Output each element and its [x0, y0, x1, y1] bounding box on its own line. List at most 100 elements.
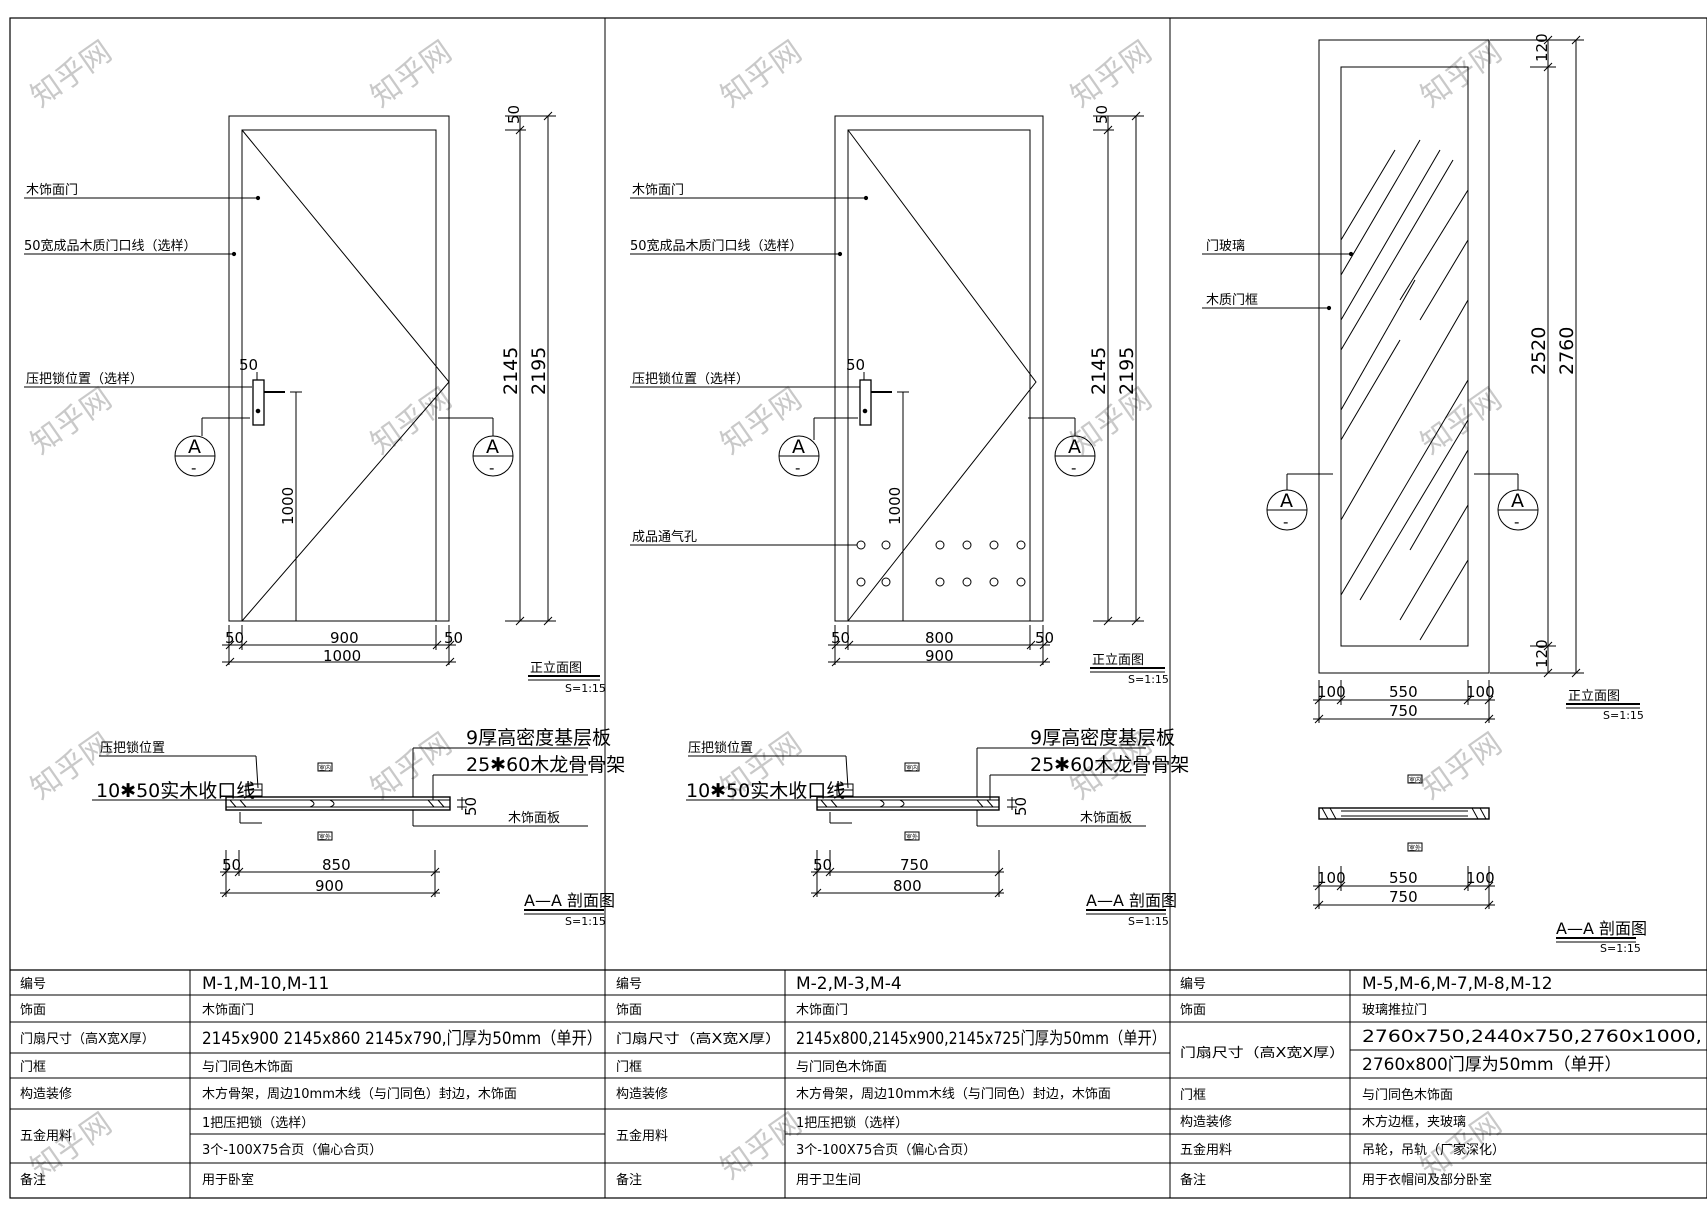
view-scale: S=1:15: [1128, 915, 1169, 928]
dim-edge: 50: [1012, 797, 1030, 816]
section-marker-left: A -: [1266, 474, 1308, 531]
lever-handle-icon: [252, 379, 265, 426]
dim-height-total: 2195: [1116, 347, 1138, 395]
dim-width-total: 750: [1389, 888, 1418, 906]
view-scale: S=1:15: [565, 682, 606, 695]
dim-width-center: 850: [322, 856, 351, 874]
view-title: A—A 剖面图: [1556, 919, 1647, 938]
view-title: 正立面图: [530, 661, 582, 676]
table-label: 编号: [1180, 977, 1206, 992]
table-value: M-1,M-10,M-11: [202, 974, 329, 994]
section-letter: A: [1280, 490, 1293, 512]
section-marker-left: A -: [778, 418, 820, 477]
door-3-elevation-text: 120 120 2520 2760 100 550 100 750: [1317, 33, 1578, 720]
table-label: 备注: [616, 1172, 642, 1188]
dim-height-total: 2195: [528, 347, 550, 395]
door-3-callouts: 门玻璃 木质门框: [1202, 239, 1354, 311]
section-letter: A: [792, 436, 805, 458]
dim-width-left: 50: [831, 629, 850, 647]
table-value: 与门同色木饰面: [796, 1059, 887, 1075]
table-value: 与门同色木饰面: [202, 1059, 293, 1075]
table-value: 1把压把锁（选样）: [202, 1115, 314, 1131]
room-label: 室内: [319, 764, 331, 772]
view-scale: S=1:15: [1128, 673, 1169, 686]
dim-height-inner: 2520: [1528, 327, 1550, 375]
table-label: 饰面: [20, 1003, 46, 1018]
callout-label: 门玻璃: [1206, 239, 1245, 254]
callout-label: 木饰面板: [1080, 811, 1132, 826]
callout-label: 50宽成品木质门口线（选样）: [24, 238, 197, 254]
table-value: 3个-100X75合页（偏心合页）: [202, 1143, 382, 1158]
table-label: 备注: [20, 1172, 46, 1188]
dim-handle-offset: 50: [846, 356, 865, 374]
room-label: 室外: [1409, 844, 1421, 852]
dim-height-inner: 2145: [500, 347, 522, 395]
section-letter: A: [1068, 436, 1081, 458]
section-sheet: -: [1283, 513, 1288, 531]
table-value: 用于卫生间: [796, 1173, 861, 1188]
table-label: 门扇尺寸（高X宽X厚）: [1180, 1045, 1345, 1061]
dim-width-left: 100: [1317, 869, 1346, 887]
callout-label: 木饰面板: [508, 811, 560, 826]
watermark: 知乎网: [365, 726, 459, 806]
door-1-elevation-dims: [222, 111, 556, 667]
vent-holes: [856, 540, 1026, 587]
dim-width-center: 750: [900, 856, 929, 874]
table-value: 玻璃推拉门: [1362, 1003, 1427, 1018]
callout-label: 木质门框: [1206, 293, 1258, 308]
room-label: 室外: [319, 833, 331, 841]
table-value: 木方边框，夹玻璃: [1362, 1114, 1466, 1130]
section-sheet: -: [489, 459, 494, 477]
spec-table-2: 编号 M-2,M-3,M-4 饰面 木饰面门 门扇尺寸（高X宽X厚） 2145x…: [616, 974, 1166, 1188]
table-value: 木饰面门: [796, 1003, 848, 1018]
door-3-elevation-title: 正立面图 S=1:15: [1566, 689, 1644, 722]
table-value: 木方骨架，周边10mm木线（与门同色）封边，木饰面: [796, 1086, 1111, 1102]
callout-label: 成品通气孔: [632, 529, 697, 545]
dim-handle-offset: 50: [239, 356, 258, 374]
callout-label: 50宽成品木质门口线（选样）: [630, 238, 803, 254]
lever-handle-icon: [859, 379, 872, 426]
dim-width-center: 800: [925, 629, 954, 647]
room-label: 室内: [1409, 776, 1421, 784]
door-2-callouts: 木饰面门 50宽成品木质门口线（选样） 压把锁位置（选样） 成品通气孔: [630, 183, 869, 546]
watermark: 知乎网: [25, 381, 119, 461]
view-scale: S=1:15: [1603, 709, 1644, 722]
table-value: M-5,M-6,M-7,M-8,M-12: [1362, 974, 1553, 994]
dim-bottom: 120: [1533, 639, 1551, 668]
callout-label: 压把锁位置: [100, 740, 165, 756]
spec-table-3: 编号 M-5,M-6,M-7,M-8,M-12 饰面 玻璃推拉门 门扇尺寸（高X…: [1180, 974, 1702, 1188]
section-marker-right: A -: [472, 418, 514, 477]
dim-top: 120: [1533, 33, 1551, 62]
table-value: 吊轮，吊轨（厂家深化）: [1362, 1142, 1505, 1158]
table-label: 构造装修: [1180, 1115, 1232, 1130]
section-letter: A: [486, 436, 499, 458]
callout-label: 25✱60木龙骨骨架: [466, 754, 625, 776]
table-value: M-2,M-3,M-4: [796, 974, 902, 994]
watermark: 知乎网: [715, 1106, 809, 1186]
spec-table-grid: [10, 969, 1707, 1198]
table-value: 3个-100X75合页（偏心合页）: [796, 1143, 976, 1158]
watermark: 知乎网: [1415, 34, 1509, 114]
view-title: A—A 剖面图: [524, 891, 615, 910]
section-marker-right: A -: [1497, 474, 1539, 531]
callout-label: 压把锁位置: [688, 740, 753, 756]
dim-handle-height: 1000: [279, 487, 297, 525]
section-sheet: -: [1514, 513, 1519, 531]
table-label: 五金用料: [616, 1128, 668, 1144]
view-scale: S=1:15: [1600, 942, 1641, 955]
table-label: 编号: [20, 977, 46, 992]
section-marker-left: A -: [174, 418, 216, 477]
watermark: 知乎网: [1415, 381, 1509, 461]
section-sheet: -: [191, 459, 196, 477]
watermark: 知乎网: [1415, 726, 1509, 806]
dim-width-center: 900: [330, 629, 359, 647]
table-value: 2145x900 2145x860 2145x790,门厚为50mm（单开）: [202, 1029, 602, 1049]
door-2-elevation-dims: [828, 111, 1144, 667]
dim-width-total: 900: [315, 877, 344, 895]
callout-label: 10✱50实木收口线: [96, 780, 255, 802]
glass-hatch: [1340, 139, 1469, 641]
door-1-section: 压把锁位置 10✱50实木收口线 9厚高密度基层板 25✱60木龙骨骨架 木饰面…: [92, 727, 625, 928]
table-value: 2760x750,2440x750,2760x1000,: [1362, 1027, 1702, 1047]
table-label: 编号: [616, 977, 642, 992]
watermark: 知乎网: [1065, 34, 1159, 114]
